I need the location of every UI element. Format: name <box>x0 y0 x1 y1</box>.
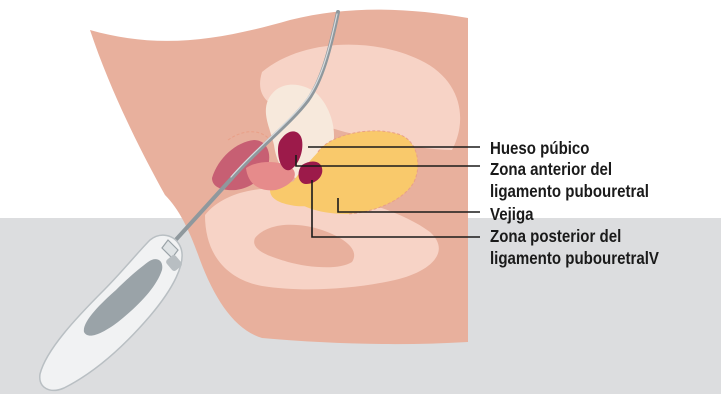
label-zona-posterior-line2: ligamento pubouretralV <box>490 248 659 268</box>
label-hueso-pubico: Hueso púbico <box>490 138 590 158</box>
label-zona-anterior-line2: ligamento pubouretral <box>490 181 649 201</box>
label-zona-anterior-line1: Zona anterior del <box>490 159 612 179</box>
label-zona-posterior-line1: Zona posterior del <box>490 226 621 246</box>
label-vejiga: Vejiga <box>490 204 534 224</box>
